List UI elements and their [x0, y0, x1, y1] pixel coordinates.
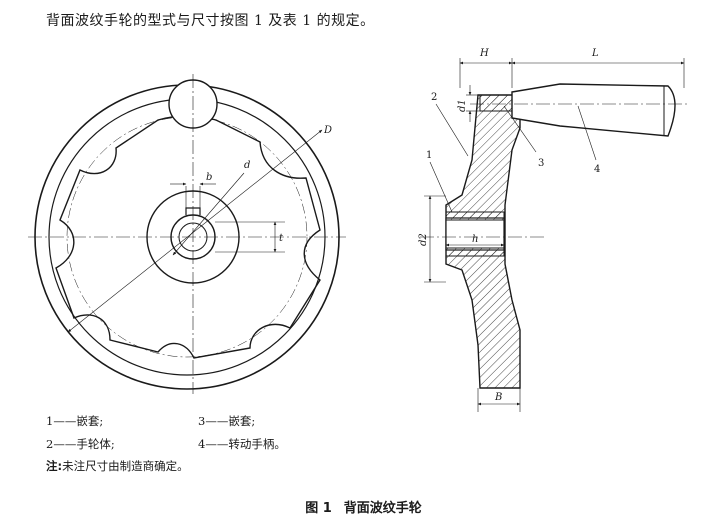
insert-1	[445, 211, 505, 221]
dim-L-label: L	[591, 48, 599, 59]
front-view	[28, 74, 346, 394]
dim-H-label: H	[479, 48, 489, 59]
dim-D-label: D	[323, 125, 332, 136]
handle	[511, 83, 676, 137]
legend-item-2: 2——手轮体;	[46, 437, 115, 451]
figure-number: 图 1	[305, 501, 332, 516]
legend-item-1: 1——嵌套;	[46, 414, 104, 428]
dim-d2-label: d2	[418, 233, 429, 246]
callout-3: 3	[538, 158, 544, 169]
insert-3	[479, 94, 513, 112]
figure-title: 背面波纹手轮	[343, 501, 422, 516]
callout-1: 1	[426, 150, 432, 161]
note-label: 注:	[46, 459, 63, 473]
callout-2: 2	[431, 92, 437, 103]
callout-4: 4	[594, 164, 600, 175]
dim-h-label: h	[472, 234, 478, 245]
dim-b-label: b	[206, 172, 212, 183]
note-text: 未注尺寸由制造商确定。	[62, 459, 189, 473]
figure-caption: 图 1 背面波纹手轮	[0, 497, 727, 516]
dim-B-label: B	[494, 392, 502, 403]
side-view	[420, 58, 690, 412]
intro-text: 背面波纹手轮的型式与尺寸按图 1 及表 1 的规定。	[46, 13, 375, 29]
dim-d1-label: d1	[457, 99, 468, 112]
legend-item-4: 4——转动手柄。	[198, 437, 286, 451]
dim-d-label: d	[244, 160, 250, 171]
dim-t-label: t	[279, 233, 284, 244]
legend-item-3: 3——嵌套;	[198, 414, 256, 428]
note: 注:未注尺寸由制造商确定。	[46, 458, 189, 474]
insert-1-lower	[445, 247, 505, 257]
